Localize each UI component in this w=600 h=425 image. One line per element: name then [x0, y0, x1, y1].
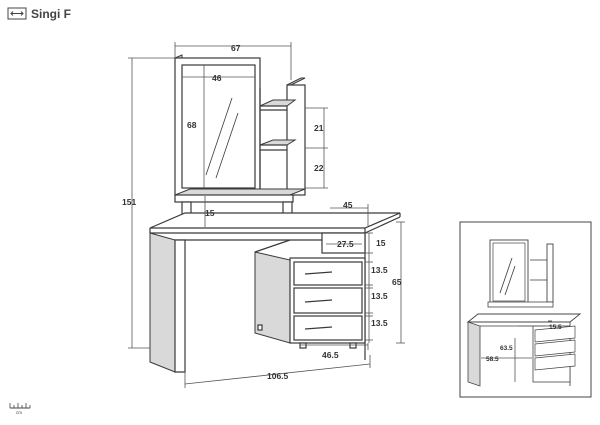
base-board	[174, 194, 294, 203]
desk-top	[149, 212, 401, 229]
dim-mirror-inner-width: 46	[212, 73, 222, 83]
drawer-1	[293, 261, 363, 286]
mirror-glass	[181, 64, 256, 189]
ruler-icon	[9, 403, 31, 409]
dim-drawer-2: 13.5	[371, 291, 388, 301]
left-leg-front	[174, 239, 186, 373]
inset-view: 15.5 63.5 58.5	[459, 221, 592, 398]
dim-cabinet-width: 46.5	[322, 350, 339, 360]
dim-shelf-depth: 15.5	[549, 324, 562, 331]
dim-top-drawer-width: 27.5	[337, 239, 354, 249]
left-leg-side	[149, 232, 176, 373]
shelf-column-top	[286, 77, 306, 86]
drawer-3	[293, 315, 363, 341]
dim-drawer-3: 13.5	[371, 318, 388, 328]
unit-label: cm	[16, 410, 22, 415]
dim-shelf-gap-top: 21	[314, 123, 324, 133]
dim-knee-width: 58.5	[486, 356, 499, 363]
base-board-top	[174, 188, 306, 196]
dim-knee-height: 63.5	[500, 345, 513, 352]
dimension-lines	[128, 42, 405, 388]
product-title: Singi F	[31, 7, 71, 21]
dim-base-gap: 15	[205, 208, 215, 218]
dim-depth: 45	[343, 200, 353, 210]
dim-mirror-width: 67	[231, 43, 241, 53]
main-view: 67 46 68 21 22 151 45 15 27.5 15 13.5 13…	[122, 42, 405, 388]
dim-shelf-gap-bottom: 22	[314, 163, 324, 173]
dim-total-width: 106.5	[267, 371, 289, 381]
top-drawer	[321, 232, 366, 254]
dim-drawer-1: 13.5	[371, 265, 388, 275]
dim-total-height: 151	[122, 197, 136, 207]
dim-mirror-height: 68	[187, 120, 197, 130]
dim-top-drawer-height: 15	[376, 238, 386, 248]
dim-desk-height: 65	[392, 277, 402, 287]
width-icon	[7, 7, 27, 20]
